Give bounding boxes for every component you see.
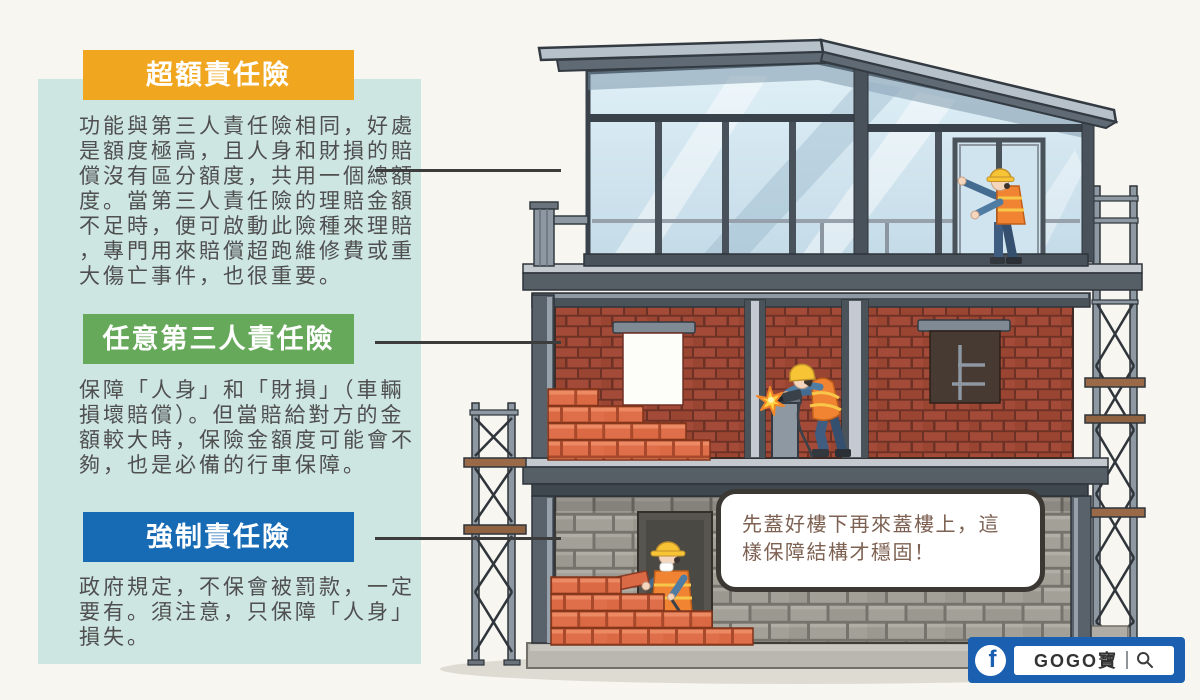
section-title-excess-liability: 超額責任險 <box>83 50 354 100</box>
brand-name: GOGO寶 <box>1033 651 1118 671</box>
connector-line-middle-floor <box>375 341 561 344</box>
search-icon <box>1137 652 1153 668</box>
facebook-search-badge[interactable]: f GOGO寶 <box>968 637 1185 683</box>
brand-search-box: GOGO寶 <box>1014 645 1174 675</box>
info-panel-background <box>38 79 421 664</box>
section-body-excess-liability: 功能與第三人責任險相同，好處是額度極高，且人身和財損的賠償沒有區分額度，共用一個… <box>79 115 415 288</box>
window-opening-dark <box>929 330 1001 404</box>
worker-welder-icon <box>756 363 851 459</box>
roof <box>537 38 1119 130</box>
window-lintel-left <box>612 321 696 334</box>
scaffold-left-icon <box>463 402 527 666</box>
section-title-compulsory: 強制責任險 <box>83 512 354 562</box>
facebook-icon: f <box>975 644 1006 676</box>
brick-steps-middle <box>547 388 711 461</box>
steel-column-mid-right <box>841 299 869 459</box>
top-floor-glass <box>529 59 1095 267</box>
speech-bubble-text: 先蓋好樓下再來蓋樓上，這樣保障結構才穩固！ <box>742 514 1000 564</box>
connector-line-ground-floor <box>375 537 561 540</box>
worker-window-installer-icon <box>957 168 1026 264</box>
section-body-voluntary-third-party: 保障「人身」和「財損」（車輛損壞賠償）。但當賠給對方的金額較大時，保險金額度可能… <box>79 379 415 477</box>
steel-column-mid-left <box>744 299 766 459</box>
brick-steps-ground <box>550 576 754 646</box>
speech-bubble: 先蓋好樓下再來蓋樓上，這樣保障結構才穩固！ <box>716 489 1045 592</box>
facebook-f-letter: f <box>988 646 997 673</box>
window-opening-white <box>622 332 684 406</box>
balcony-railing <box>529 201 589 267</box>
connector-line-top-floor <box>375 169 561 172</box>
section-title-voluntary-third-party: 任意第三人責任險 <box>83 314 354 364</box>
window-lintel-right <box>917 319 1011 332</box>
divider <box>1126 651 1128 669</box>
building-construction-illustration <box>440 38 1160 684</box>
section-body-compulsory: 政府規定，不保會被罰款，一定要有。須注意，只保障「人身」損失。 <box>79 576 415 649</box>
floor-slab-upper <box>522 263 1143 291</box>
